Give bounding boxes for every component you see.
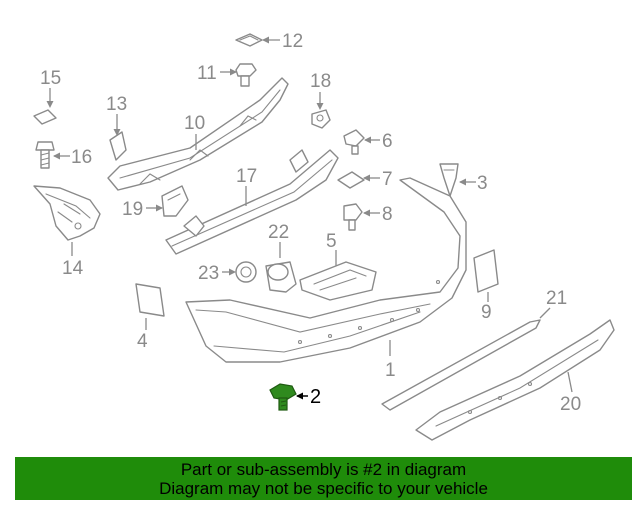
callout-7: 7 — [382, 169, 393, 190]
callout-16: 16 — [71, 147, 92, 168]
callout-11: 11 — [197, 63, 217, 84]
callout-1: 1 — [385, 360, 396, 381]
part-3-fastener — [439, 163, 459, 197]
callout-22: 22 — [268, 222, 289, 243]
callout-18: 18 — [310, 71, 331, 92]
callout-21: 21 — [546, 288, 567, 309]
callout-20: 20 — [560, 394, 581, 415]
part-20-diffuser — [415, 319, 615, 441]
callout-2: 2 — [310, 386, 321, 408]
part-15-sticker — [33, 109, 57, 125]
part-1-bumper-cover — [185, 177, 467, 363]
part-10-upper-bracket — [107, 77, 289, 191]
part-21-trim-strip — [381, 319, 541, 411]
callout-12: 12 — [282, 31, 303, 52]
callout-17: 17 — [236, 166, 257, 187]
part-13-pad — [109, 131, 127, 161]
part-14-side-bracket — [33, 185, 101, 241]
banner-line-2: Diagram may not be specific to your vehi… — [159, 479, 488, 498]
part-17-absorber — [165, 149, 339, 255]
callout-10: 10 — [184, 113, 205, 134]
part-18-nut — [311, 109, 331, 129]
part-6-clip — [343, 129, 365, 155]
callout-4: 4 — [137, 331, 148, 352]
parts-diagram: 12 11 10 13 15 16 — [33, 31, 615, 441]
part-11-bolt — [235, 63, 257, 87]
callout-19: 19 — [122, 199, 143, 220]
part-2-clip-highlighted[interactable] — [269, 383, 297, 411]
part-7-sticker — [337, 171, 365, 189]
info-banner: Part or sub-assembly is #2 in diagram Di… — [15, 457, 632, 500]
part-9-panel — [473, 249, 499, 293]
callout-8: 8 — [382, 204, 393, 225]
part-4-panel — [135, 283, 165, 317]
callout-14: 14 — [62, 258, 84, 279]
part-19-cover — [161, 185, 189, 217]
banner-line-1: Part or sub-assembly is #2 in diagram — [180, 460, 467, 479]
callout-9: 9 — [481, 302, 492, 323]
part-5-plate — [299, 261, 377, 301]
part-12-sticker — [235, 33, 263, 47]
callout-13: 13 — [106, 94, 127, 115]
part-16-bolt — [35, 141, 55, 169]
callout-5: 5 — [326, 231, 337, 252]
callout-23: 23 — [198, 263, 219, 284]
callout-6: 6 — [382, 131, 393, 152]
part-22-sensor — [265, 261, 297, 293]
part-23-ring — [235, 261, 257, 283]
callout-15: 15 — [40, 68, 61, 89]
callout-3: 3 — [477, 173, 488, 194]
part-8-bolt — [343, 203, 363, 231]
